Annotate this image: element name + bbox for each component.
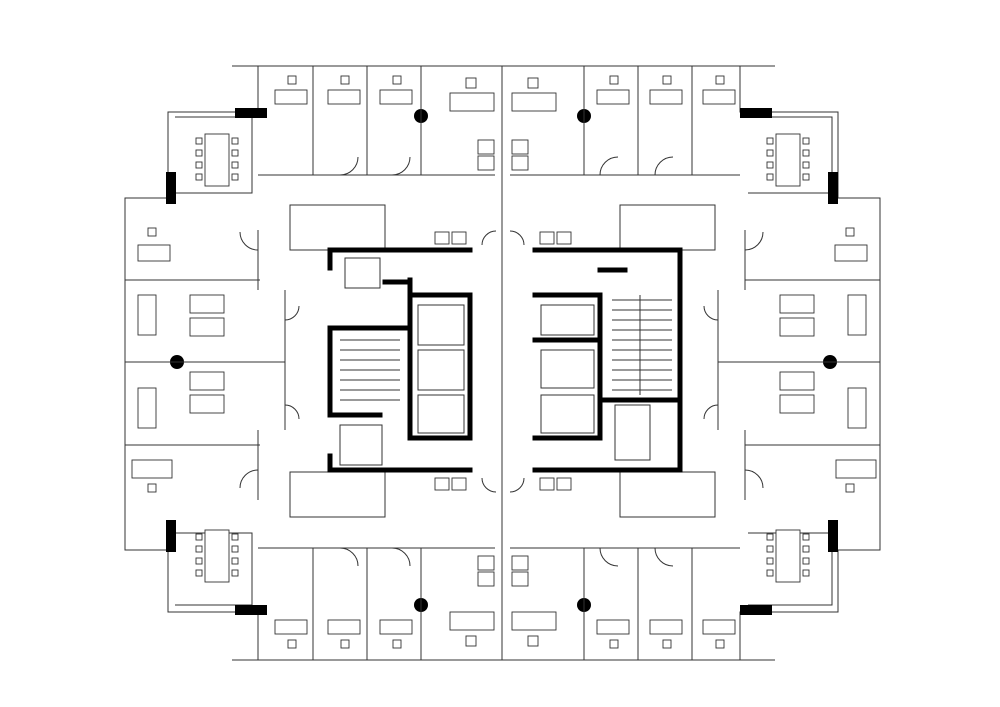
office-furniture: [131, 75, 877, 649]
door-swings: [239, 156, 764, 567]
central-core: [289, 175, 716, 548]
conference-rooms: [195, 133, 810, 583]
office-partitions: [125, 66, 880, 660]
